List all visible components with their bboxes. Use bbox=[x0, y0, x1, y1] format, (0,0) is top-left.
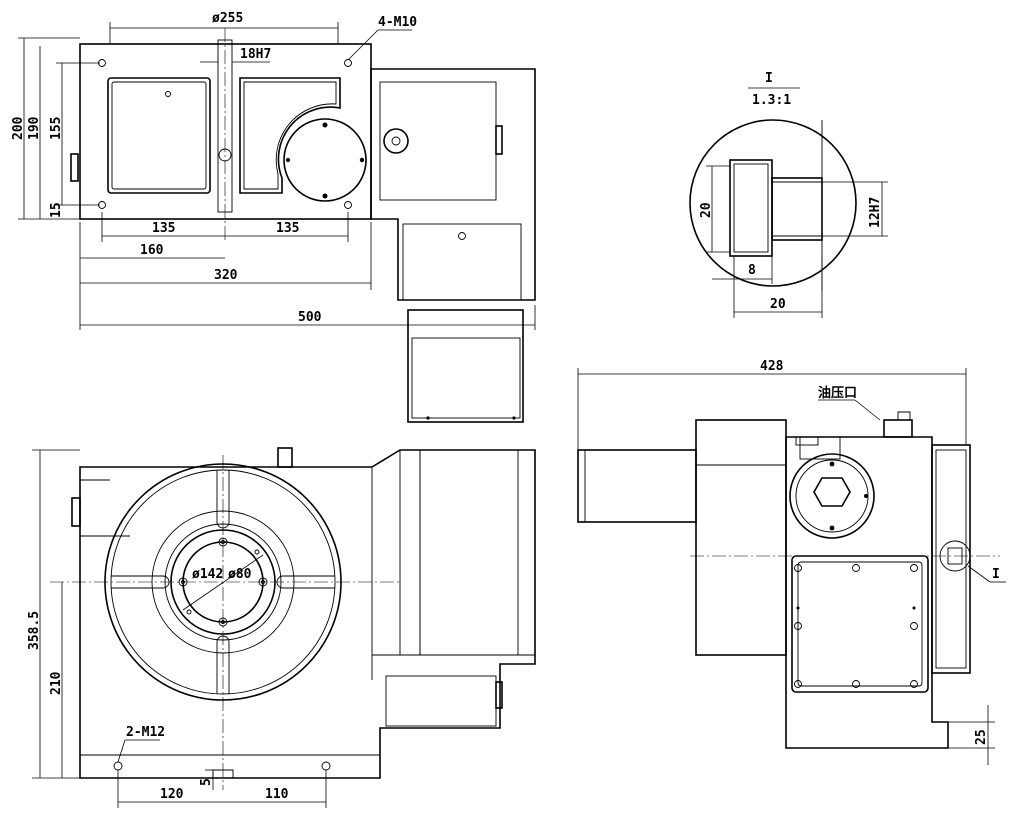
dim-2m12: 2-M12 bbox=[126, 725, 165, 740]
dim-18h7: 18H7 bbox=[240, 47, 271, 62]
side-view: 428 油压口 bbox=[577, 359, 1006, 765]
oil-port-label: 油压口 bbox=[818, 385, 857, 401]
dim-320: 320 bbox=[214, 268, 238, 283]
dim-210: 210 bbox=[49, 671, 64, 695]
detail-scale: 1.3:1 bbox=[752, 93, 791, 108]
detail-dim-20-v: 20 bbox=[699, 202, 714, 218]
dim-d80: ø80 bbox=[228, 567, 252, 582]
detail-dim-12h7: 12H7 bbox=[868, 197, 883, 228]
dim-120: 120 bbox=[160, 787, 184, 802]
plate-bolts bbox=[794, 564, 918, 688]
dim-135-right: 135 bbox=[276, 221, 299, 236]
detail-dim-20-h: 20 bbox=[770, 297, 786, 312]
dim-500: 500 bbox=[298, 310, 322, 325]
dim-155: 155 bbox=[49, 117, 64, 140]
dim-358-5: 358.5 bbox=[27, 611, 42, 650]
detail-marker: I bbox=[992, 567, 1000, 582]
dim-200: 200 bbox=[11, 116, 26, 140]
detail-label: I bbox=[765, 71, 773, 86]
dim-135-left: 135 bbox=[152, 221, 175, 236]
dim-5: 5 bbox=[199, 778, 214, 786]
detail-view: I 1.3:1 20 12H7 8 20 bbox=[689, 71, 888, 318]
dim-4m10: 4-M10 bbox=[378, 15, 417, 30]
dim-428: 428 bbox=[760, 359, 784, 374]
dim-25: 25 bbox=[974, 729, 989, 745]
dim-d142: ø142 bbox=[192, 567, 223, 582]
dim-110: 110 bbox=[265, 787, 289, 802]
dim-160: 160 bbox=[140, 243, 164, 258]
top-view: ø255 4-M10 18H7 200 190 155 15 135 135 1… bbox=[11, 11, 536, 423]
front-view: ø142 ø80 358.5 210 2-M12 120 110 5 bbox=[27, 447, 536, 808]
dim-15: 15 bbox=[49, 202, 64, 218]
dim-255: ø255 bbox=[212, 11, 243, 26]
detail-dim-8: 8 bbox=[748, 263, 756, 278]
dim-190: 190 bbox=[27, 116, 42, 140]
